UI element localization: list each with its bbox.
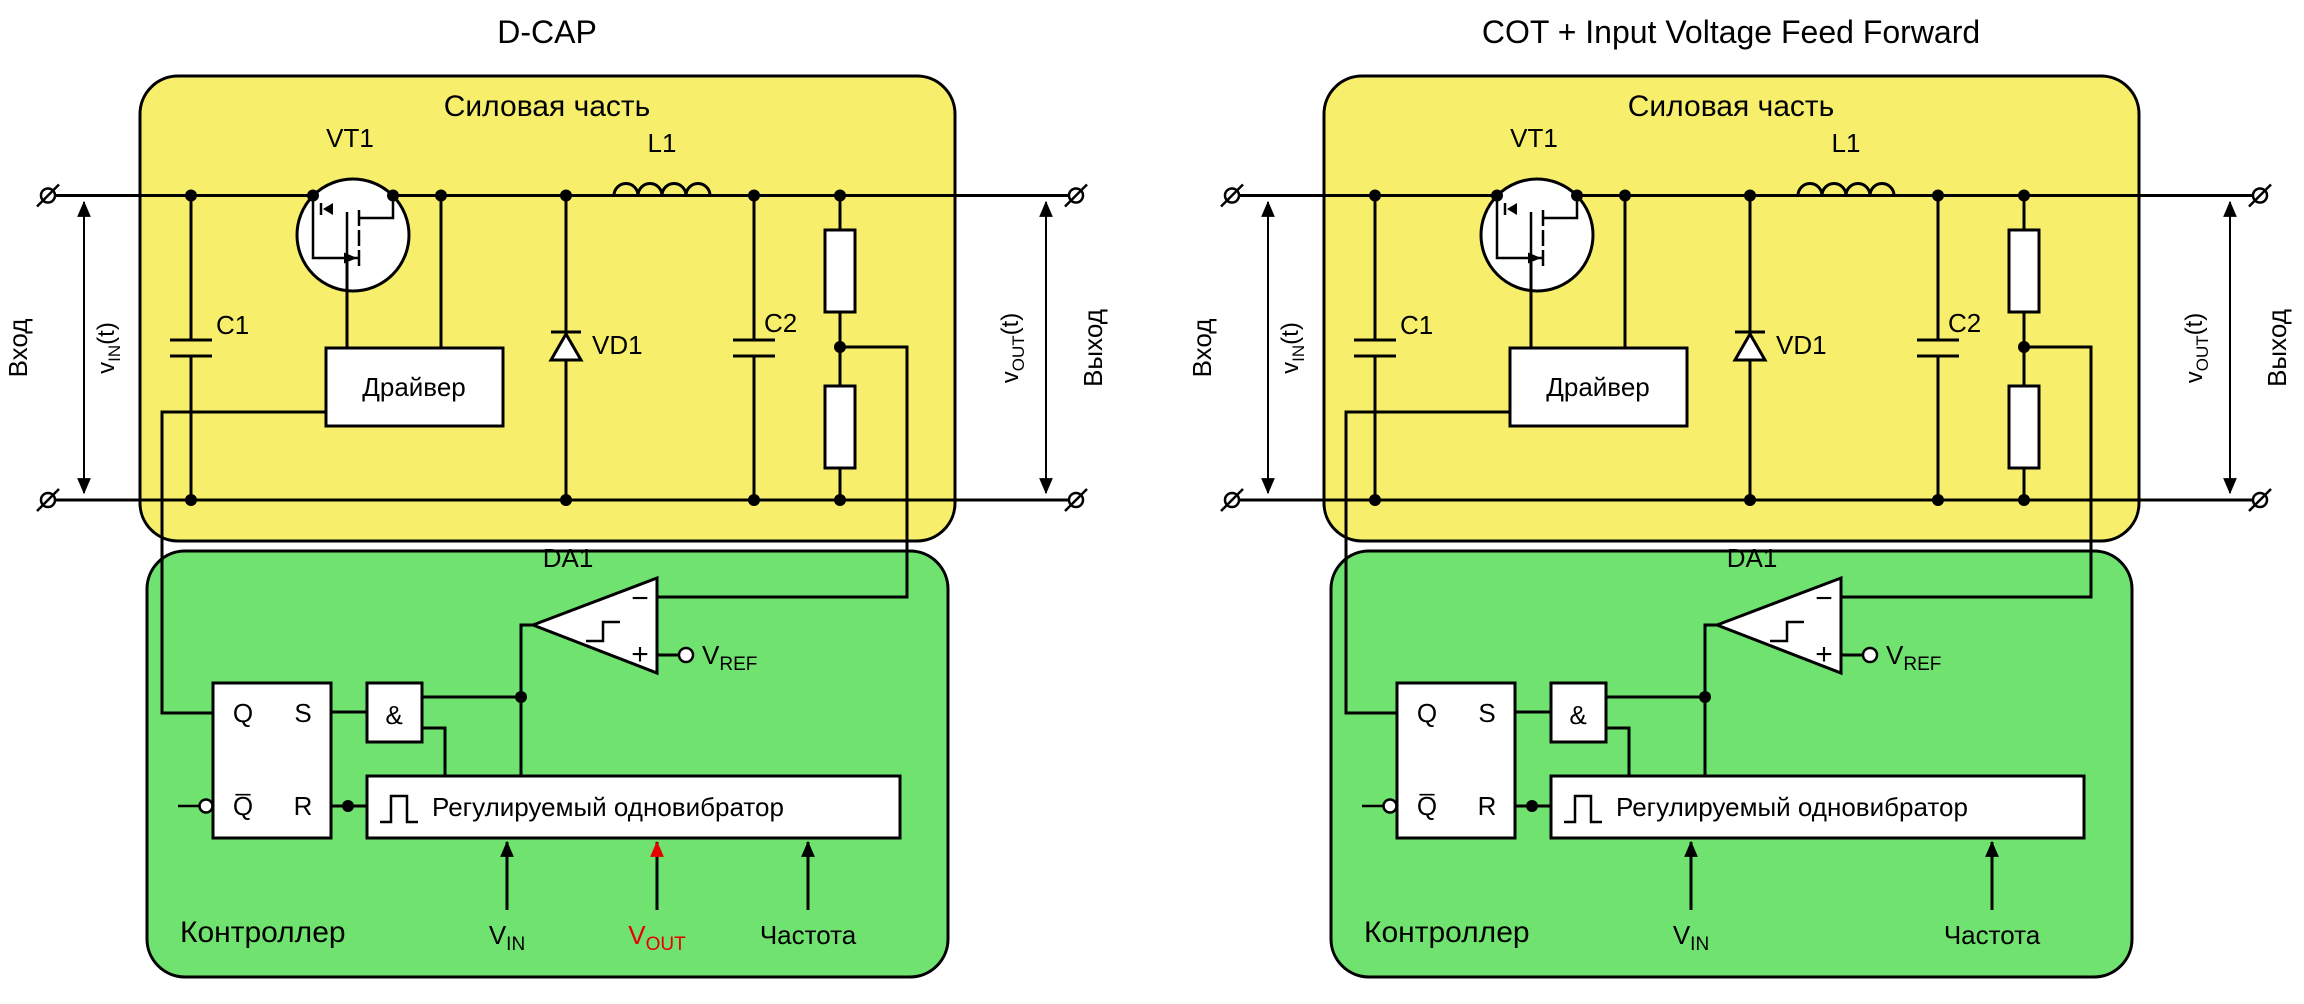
vout-input-label: VOUT bbox=[628, 920, 686, 955]
left-panel bbox=[3, 76, 1108, 977]
panel-title-left: D-CAP bbox=[497, 14, 597, 50]
vout-feedforward-input: VOUT bbox=[628, 840, 686, 955]
right-panel bbox=[1187, 76, 2292, 977]
panel-title-right: COT + Input Voltage Feed Forward bbox=[1482, 14, 1980, 50]
